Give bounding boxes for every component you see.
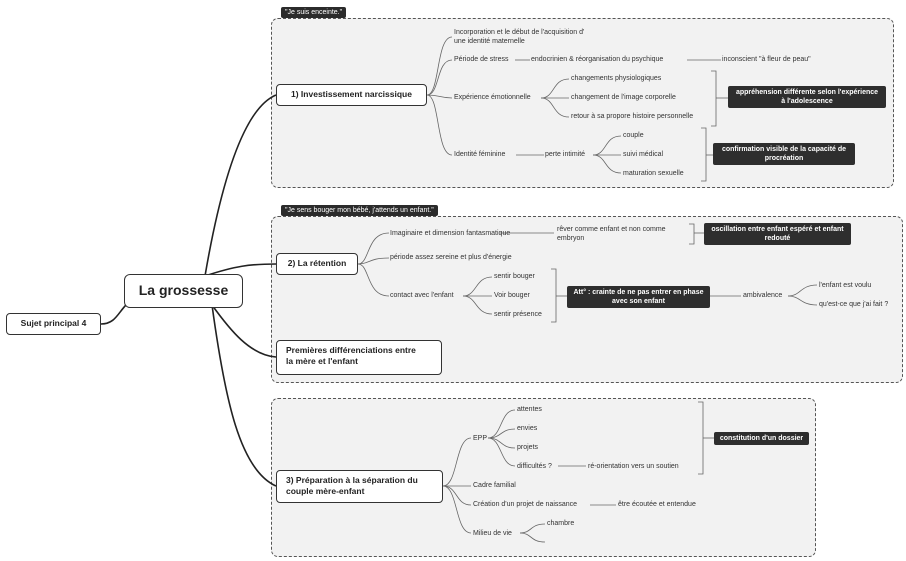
branch-preparation-line1: 3) Préparation à la séparation du [286, 475, 418, 485]
branch-differenciations-line2: la mère et l'enfant [286, 356, 358, 366]
branch-differenciations-line1: Premières différenciations entre [286, 345, 416, 355]
node-epp[interactable]: EPP [473, 435, 488, 442]
node-rever-line1: rêver comme enfant et non comme [557, 226, 666, 233]
node-endocrinien[interactable]: endocrinien & réorganisation du psychiqu… [531, 56, 664, 63]
branch-investissement-narcissique[interactable]: 1) Investissement narcissique [276, 84, 427, 106]
node-sentir-presence[interactable]: sentir présence [494, 311, 542, 318]
node-retour-histoire[interactable]: retour à sa propore histoire personnelle [571, 113, 694, 120]
node-envies[interactable]: envies [517, 425, 538, 432]
node-inconscient[interactable]: inconscient "à fleur de peau" [722, 56, 811, 63]
node-imaginaire[interactable]: Imaginaire et dimension fantasmatique [390, 230, 511, 237]
node-periode-sereine[interactable]: période assez sereine et plus d'énergie [390, 254, 512, 261]
node-image-corporelle[interactable]: changement de l'image corporelle [571, 94, 676, 101]
node-incorporation-line2: une identité maternelle [454, 38, 525, 45]
summary-confirmation-line1: confirmation visible de la capacité de [721, 146, 847, 153]
node-incorporation-line1: Incorporation et le début de l'acquisiti… [454, 29, 585, 36]
node-reorientation[interactable]: ré-orientation vers un soutien [588, 463, 679, 470]
branch-preparation-separation[interactable]: 3) Préparation à la séparation du couple… [276, 470, 443, 503]
node-ambivalence[interactable]: ambivalence [743, 292, 783, 299]
summary-confirmation-line2: procréation [764, 155, 804, 162]
node-creation-projet[interactable]: Création d'un projet de naissance [473, 501, 578, 508]
node-milieu-de-vie[interactable]: Milieu de vie [473, 530, 512, 537]
node-suivi-medical[interactable]: suivi médical [623, 151, 664, 158]
node-periode-stress[interactable]: Période de stress [454, 56, 509, 63]
node-enfant-voulu[interactable]: l'enfant est voulu [819, 282, 872, 289]
summary-constitution-dossier[interactable]: constitution d'un dossier [714, 432, 809, 445]
node-rever-enfant[interactable]: rêver comme enfant et non comme embryon [557, 225, 666, 243]
node-incorporation[interactable]: Incorporation et le début de l'acquisiti… [454, 28, 584, 46]
summary-apprehension[interactable]: appréhension différente selon l'expérien… [728, 86, 886, 108]
node-projets[interactable]: projets [517, 444, 539, 451]
node-voir-bouger[interactable]: Voir bouger [494, 292, 530, 299]
summary-oscillation-line1: oscillation entre enfant espéré et enfan… [711, 226, 844, 233]
node-maturation-sexuelle[interactable]: maturation sexuelle [623, 170, 684, 177]
summary-apprehension-line2: à l'adolescence [781, 98, 833, 105]
node-identite-feminine[interactable]: Identité féminine [454, 151, 506, 158]
node-sentir-bouger[interactable]: sentir bouger [494, 273, 535, 280]
summary-attention-line2: avec son enfant [612, 298, 665, 305]
node-changements-physiologiques[interactable]: changements physiologiques [571, 75, 662, 82]
zone-tag-bebe: "Je sens bouger mon bébé, j'attends un e… [281, 205, 438, 216]
branch-preparation-line2: couple mère-enfant [286, 486, 365, 496]
summary-attention-line1: Att° : crainte de ne pas entrer en phase [573, 289, 704, 296]
summary-attention-crainte[interactable]: Att° : crainte de ne pas entrer en phase… [567, 286, 710, 308]
summary-apprehension-line1: appréhension différente selon l'expérien… [735, 89, 879, 96]
node-experience-emotionnelle[interactable]: Expérience émotionnelle [454, 94, 531, 101]
root-topic[interactable]: Sujet principal 4 [6, 313, 101, 335]
zone-tag-enceinte: "Je suis enceinte." [281, 7, 347, 18]
zone-preparation [271, 398, 816, 557]
node-difficultes[interactable]: difficultés ? [517, 463, 552, 470]
node-qu-est-ce-que[interactable]: qu'est-ce que j'ai fait ? [819, 301, 889, 308]
node-ecoutee-entendue[interactable]: être écoutée et entendue [618, 501, 696, 508]
node-cadre-familial[interactable]: Cadre familial [473, 482, 516, 489]
branch-retention-label: 2) La rétention [287, 258, 347, 268]
branch-investissement-label: 1) Investissement narcissique [291, 89, 412, 99]
node-attentes[interactable]: attentes [517, 406, 542, 413]
summary-confirmation[interactable]: confirmation visible de la capacité de p… [713, 143, 855, 165]
node-couple[interactable]: couple [623, 132, 644, 139]
branch-retention[interactable]: 2) La rétention [276, 253, 358, 275]
summary-oscillation-line2: redouté [764, 235, 791, 242]
central-topic[interactable]: La grossesse [124, 274, 243, 308]
branch-premieres-differenciations[interactable]: Premières différenciations entre la mère… [276, 340, 442, 375]
node-contact-enfant[interactable]: contact avec l'enfant [390, 292, 454, 299]
central-topic-label: La grossesse [138, 282, 229, 298]
node-perte-intimite[interactable]: perte intimité [545, 151, 586, 158]
node-chambre[interactable]: chambre [547, 520, 575, 527]
node-rever-line2: embryon [557, 235, 585, 242]
root-topic-label: Sujet principal 4 [20, 318, 87, 328]
summary-oscillation[interactable]: oscillation entre enfant espéré et enfan… [704, 223, 851, 245]
